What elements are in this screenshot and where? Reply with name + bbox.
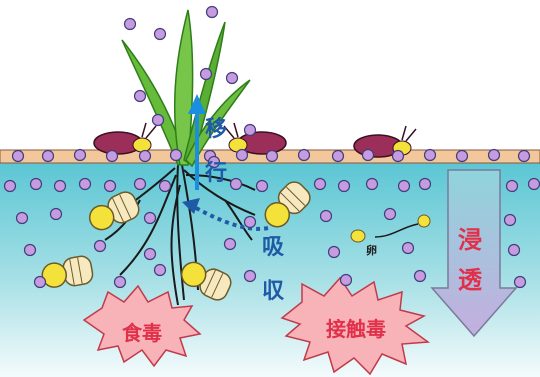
soil-particle [245, 271, 256, 282]
soil-particle [237, 150, 248, 161]
soil-particle [75, 150, 86, 161]
soil-particle [80, 179, 91, 190]
soil-particle [415, 271, 426, 282]
soil-particle [245, 217, 256, 228]
soil-particle [95, 241, 106, 252]
soil-particle [207, 7, 218, 18]
infiltration-label-2: 透 [458, 266, 483, 294]
soil-particle [145, 249, 156, 260]
soil-particle [51, 209, 62, 220]
soil-particle [43, 151, 54, 162]
soil-particle [31, 179, 42, 190]
soil-particle [339, 181, 350, 192]
soil-particle [329, 247, 340, 258]
translocation-label-1: 移 [205, 116, 227, 142]
soil-particle [17, 213, 28, 224]
soil-particle [145, 213, 156, 224]
soil-particle [333, 151, 344, 162]
soil-particle [515, 277, 526, 288]
soil-particle [420, 179, 431, 190]
soil-particle [107, 151, 118, 162]
soil-particle [425, 150, 436, 161]
soil-particle [505, 215, 516, 226]
soil-particle [155, 29, 166, 40]
soil-particle [315, 179, 326, 190]
soil-particle [529, 179, 540, 190]
soil-particle [509, 245, 520, 256]
soil-particle [35, 277, 46, 288]
soil-particle [519, 151, 530, 162]
soil-particle [115, 277, 126, 288]
soil-particle [135, 91, 146, 102]
soil-particle [55, 181, 66, 192]
soil-particle [153, 115, 164, 126]
soil-particle [13, 151, 24, 162]
soil-particle [25, 245, 36, 256]
soil-particle [105, 181, 116, 192]
soil-particle [155, 265, 166, 276]
soil-particle [5, 181, 16, 192]
soil-particle [367, 179, 378, 190]
soil-particle [341, 275, 352, 286]
soil-particle [245, 125, 256, 136]
soil-particle [403, 243, 414, 254]
soil-particle [125, 19, 136, 30]
soil-particle [140, 151, 151, 162]
soil-particle [399, 181, 410, 192]
soil-particle [160, 181, 171, 192]
beetle [94, 123, 156, 154]
soil-particle [171, 150, 182, 161]
soil-particle [457, 151, 468, 162]
soil-particle [201, 69, 212, 80]
soil-particle [321, 211, 332, 222]
absorption-label-1: 吸 [262, 235, 285, 260]
soil-particle [363, 150, 374, 161]
soil-particle [135, 179, 146, 190]
soil-particle [257, 181, 268, 192]
soil-particle [227, 73, 238, 84]
stomach-poison-label: 食毒 [122, 321, 162, 345]
infiltration-label-1: 浸 [458, 226, 482, 254]
soil-particle [489, 150, 500, 161]
soil-particle [385, 209, 396, 220]
soil-particle [225, 239, 236, 250]
soil-particle [267, 151, 278, 162]
soil-particle [393, 151, 404, 162]
translocation-label-2: 行 [204, 160, 227, 186]
soil-particle [231, 179, 242, 190]
absorption-label-2: 収 [262, 279, 285, 304]
soil-particle [299, 150, 310, 161]
egg-label: 卵 [366, 243, 377, 257]
egg [351, 230, 365, 242]
contact-poison-label: 接触毒 [326, 317, 386, 341]
soil-particle [507, 181, 518, 192]
